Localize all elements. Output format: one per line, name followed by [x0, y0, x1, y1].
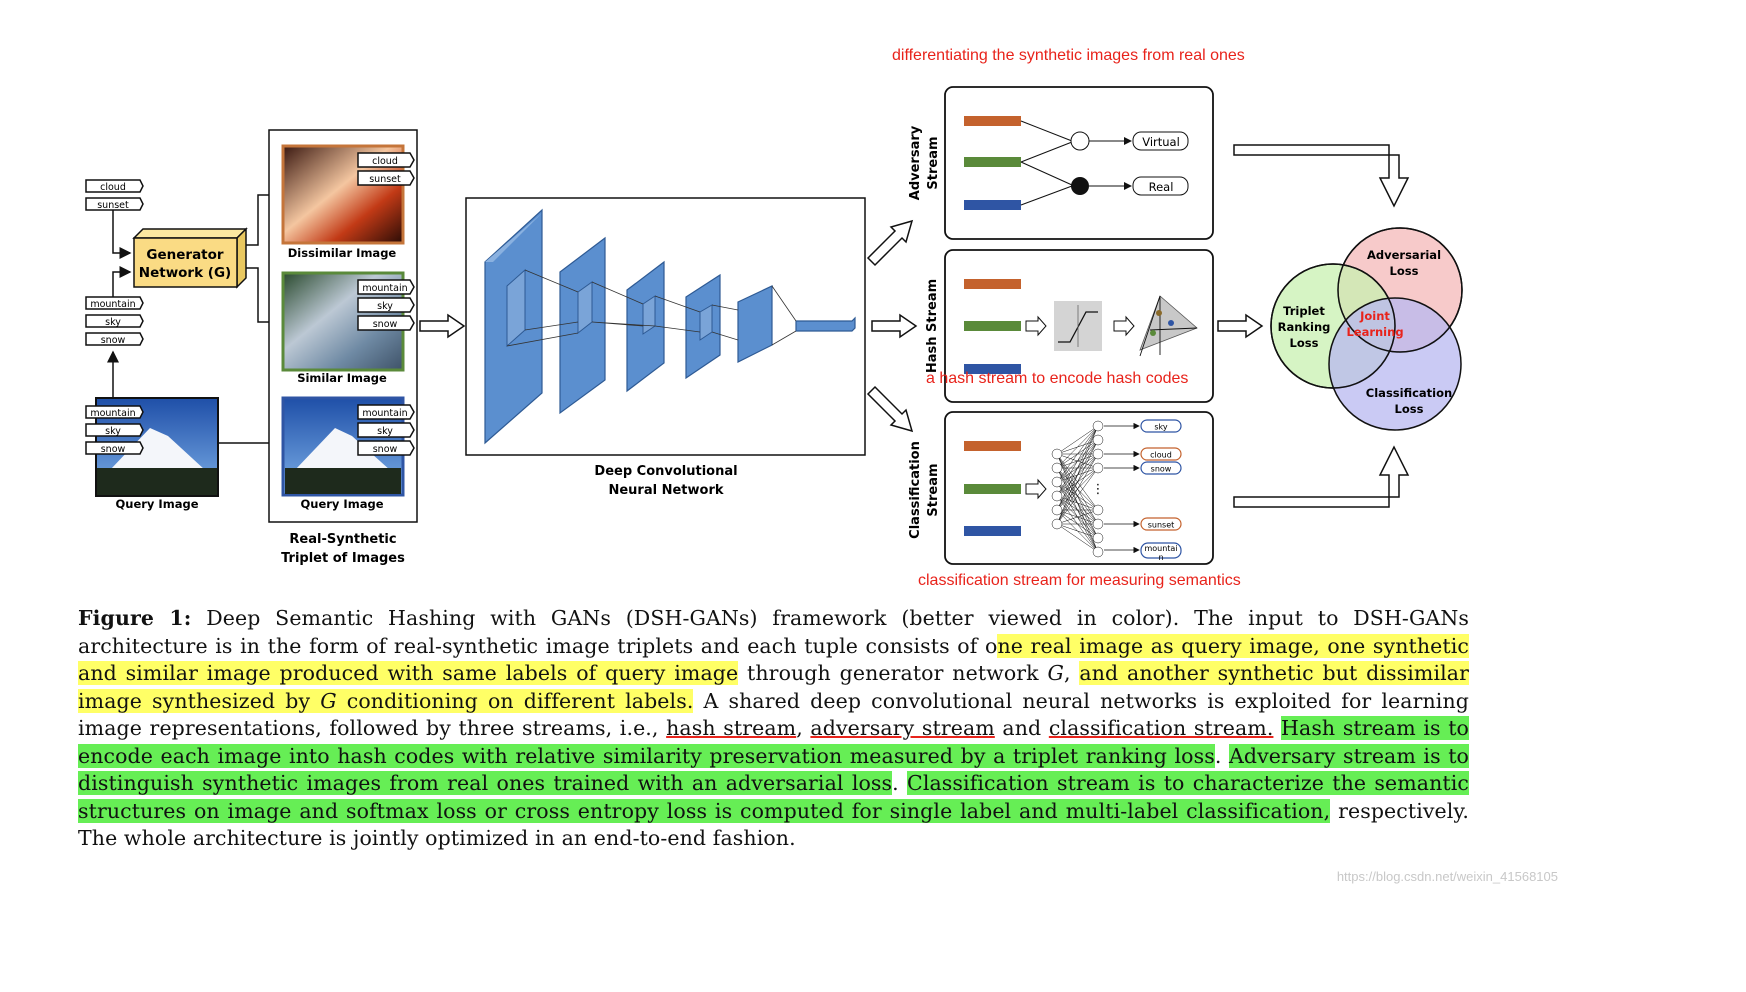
class-cloud: cloud: [1150, 451, 1172, 460]
loss-adversarial-2: Loss: [1390, 264, 1419, 278]
arrow-hash-to-loss: [1217, 313, 1264, 339]
triplet-box: cloud sunset Dissimilar Image mountain s…: [268, 129, 418, 523]
arrow-to-adversary: [866, 219, 914, 267]
output-neuron: [1092, 546, 1104, 558]
output-neuron: [1092, 420, 1104, 432]
similar-image-label: Similar Image: [297, 371, 387, 385]
classification-title-1: Classification: [908, 441, 923, 539]
underline-hash-stream: hash stream: [666, 716, 797, 740]
hash-title: Hash Stream: [925, 279, 940, 373]
generator-label-2: Network (G): [139, 265, 231, 281]
hidden-neuron: [1051, 490, 1063, 502]
dissimilar-tag-sunset: sunset: [369, 174, 401, 185]
dcnn-box: [465, 197, 866, 456]
caption-label: Figure 1:: [78, 606, 192, 630]
dcnn-title-2: Neural Network: [608, 483, 723, 498]
dcnn-title-1: Deep Convolutional: [594, 464, 737, 479]
tag-cloud: cloud: [100, 182, 126, 193]
annotation-classification: classification stream for measuring sema…: [918, 572, 1241, 589]
query-tag-snow: snow: [101, 444, 126, 455]
class-sunset: sunset: [1148, 521, 1175, 530]
class-mountain-2: n: [1158, 553, 1163, 562]
output-neuron: [1092, 448, 1104, 460]
similar-tag-mountain: mountain: [362, 283, 407, 294]
arrow-adversary-to-loss: [1233, 144, 1410, 208]
loss-triplet-1: Triplet: [1283, 304, 1325, 318]
tag-sunset: sunset: [97, 200, 129, 211]
class-mountain-1: mountai: [1144, 544, 1177, 553]
triplet-title-1: Real-Synthetic: [289, 532, 396, 547]
class-snow: snow: [1151, 465, 1172, 474]
arrow-to-hash: [871, 313, 918, 339]
generator-network-box: Generator Network (G): [132, 227, 248, 289]
tags-mid-left: mountain sky snow: [85, 296, 144, 346]
triplet-query-tag-mountain: mountain: [362, 408, 407, 419]
tag-mountain: mountain: [90, 299, 135, 310]
loss-classification-2: Loss: [1395, 402, 1424, 416]
annotation-hash: a hash stream to encode hash codes: [926, 370, 1189, 387]
triplet-title-2: Triplet of Images: [281, 551, 405, 566]
hidden-neuron: [1051, 448, 1063, 460]
adversary-title-2: Stream: [926, 136, 941, 189]
similar-tag-sky: sky: [377, 301, 393, 312]
framework-figure: cloud sunset mountain sky snow Generator…: [85, 86, 1463, 566]
classification-stream: Classification Stream ⋮ sky cloud snow s…: [908, 411, 1214, 565]
tag-snow: snow: [101, 335, 126, 346]
underline-adversary-stream: adversary stream: [810, 716, 995, 740]
annotation-adversary: differentiating the synthetic images fro…: [892, 47, 1245, 64]
joint-learning-2: Learning: [1346, 325, 1403, 339]
output-neuron: [1092, 462, 1104, 474]
dissimilar-image-label: Dissimilar Image: [288, 246, 397, 260]
figure-caption: Figure 1: Deep Semantic Hashing with GAN…: [78, 606, 1470, 850]
adversary-title-1: Adversary: [908, 125, 923, 200]
loss-venn: Adversarial Loss Triplet Ranking Loss Cl…: [1270, 227, 1463, 431]
hidden-neuron: [1051, 476, 1063, 488]
classification-title-2: Stream: [926, 463, 941, 516]
underline-classification-stream: classification stream.: [1048, 716, 1274, 740]
loss-classification-1: Classification: [1366, 386, 1452, 400]
hidden-neuron: [1051, 504, 1063, 516]
query-image-label: Query Image: [116, 497, 199, 511]
similar-tag-snow: snow: [373, 319, 398, 330]
loss-triplet-2: Ranking: [1278, 320, 1331, 334]
hidden-neuron: [1051, 518, 1063, 530]
output-real: Real: [1149, 180, 1174, 194]
generator-label-1: Generator: [146, 247, 223, 263]
loss-adversarial-1: Adversarial: [1367, 248, 1441, 262]
query-image-left: mountain sky snow Query Image: [85, 397, 219, 511]
output-neuron: [1092, 504, 1104, 516]
tag-sky: sky: [105, 317, 121, 328]
output-virtual: Virtual: [1142, 135, 1180, 149]
dissimilar-tag-cloud: cloud: [372, 156, 398, 167]
arrow-to-dcnn: [419, 313, 466, 339]
output-neuron: [1092, 434, 1104, 446]
joint-learning-1: Joint: [1359, 309, 1390, 323]
neuron-ellipsis: ⋮: [1092, 482, 1105, 497]
tags-top-left: cloud sunset: [85, 179, 144, 211]
output-neuron: [1092, 518, 1104, 530]
loss-triplet-3: Loss: [1290, 336, 1319, 350]
arrow-to-classification: [866, 385, 914, 433]
arrow-class-to-loss: [1233, 445, 1410, 508]
hash-stream: Hash Stream: [925, 249, 1214, 403]
output-neuron: [1092, 532, 1104, 544]
class-sky: sky: [1154, 423, 1168, 432]
triplet-query-tag-snow: snow: [373, 444, 398, 455]
query-tag-sky: sky: [105, 426, 121, 437]
triplet-query-label: Query Image: [301, 497, 384, 511]
watermark: https://blog.csdn.net/weixin_41568105: [1336, 869, 1558, 884]
hidden-neuron: [1051, 462, 1063, 474]
adversary-stream: Adversary Stream Virtual Real: [908, 86, 1214, 240]
triplet-query-tag-sky: sky: [377, 426, 393, 437]
query-tag-mountain: mountain: [90, 408, 135, 419]
